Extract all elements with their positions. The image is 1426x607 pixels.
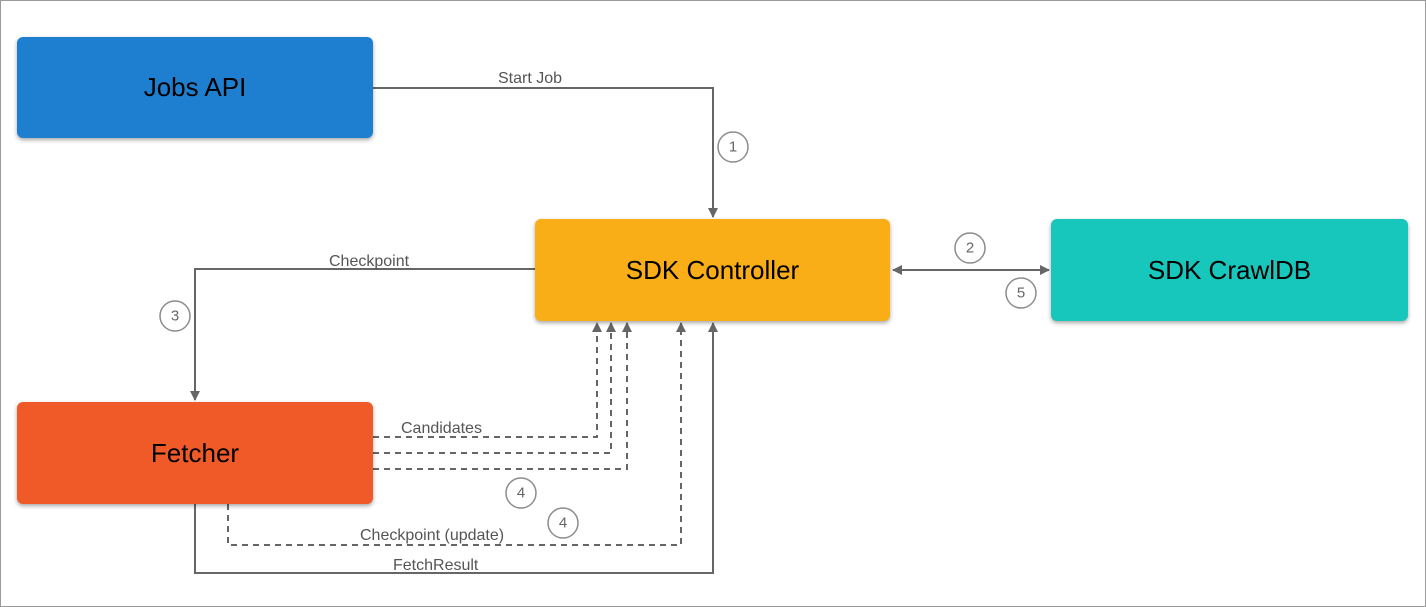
svg-text:3: 3: [171, 308, 179, 325]
node-label-jobs-api: Jobs API: [143, 72, 247, 102]
svg-text:4: 4: [559, 515, 567, 532]
node-label-sdk-controller: SDK Controller: [625, 254, 800, 285]
edge-candidates-3: [373, 322, 632, 470]
node-fetcher: Fetcher: [17, 402, 373, 504]
node-label-fetcher: Fetcher: [150, 437, 240, 468]
edge-label-checkpoint: Checkpoint: [329, 253, 410, 270]
edge-label-fetch-result: FetchResult: [393, 557, 479, 574]
step-marker-1: 1: [717, 131, 749, 163]
node-sdk-controller: SDK Controller: [535, 219, 890, 321]
edge-start-job: [373, 87, 718, 218]
step-marker-5: 5: [1005, 277, 1037, 309]
edge-label-start-job: Start Job: [498, 70, 562, 87]
edge-checkpoint-update: [227, 322, 686, 546]
svg-text:2: 2: [966, 240, 974, 257]
edge-checkpoint: [190, 268, 535, 401]
svg-text:5: 5: [1017, 285, 1025, 302]
node-jobs-api: Jobs API: [17, 37, 373, 138]
step-marker-4a: 4: [505, 477, 537, 509]
step-marker-3: 3: [159, 300, 191, 332]
node-sdk-crawldb: SDK CrawlDB: [1051, 219, 1408, 321]
edge-candidates-1: [373, 322, 602, 438]
edge-label-checkpoint-update: Checkpoint (update): [360, 527, 504, 544]
step-marker-2: 2: [954, 232, 986, 264]
svg-text:1: 1: [729, 139, 737, 156]
edge-fetch-result: [194, 322, 718, 574]
step-marker-4b: 4: [547, 507, 579, 539]
edge-candidates-2: [373, 322, 616, 454]
node-label-sdk-crawldb: SDK CrawlDB: [1147, 254, 1312, 285]
edge-label-candidates: Candidates: [401, 420, 482, 437]
svg-text:4: 4: [517, 485, 525, 502]
